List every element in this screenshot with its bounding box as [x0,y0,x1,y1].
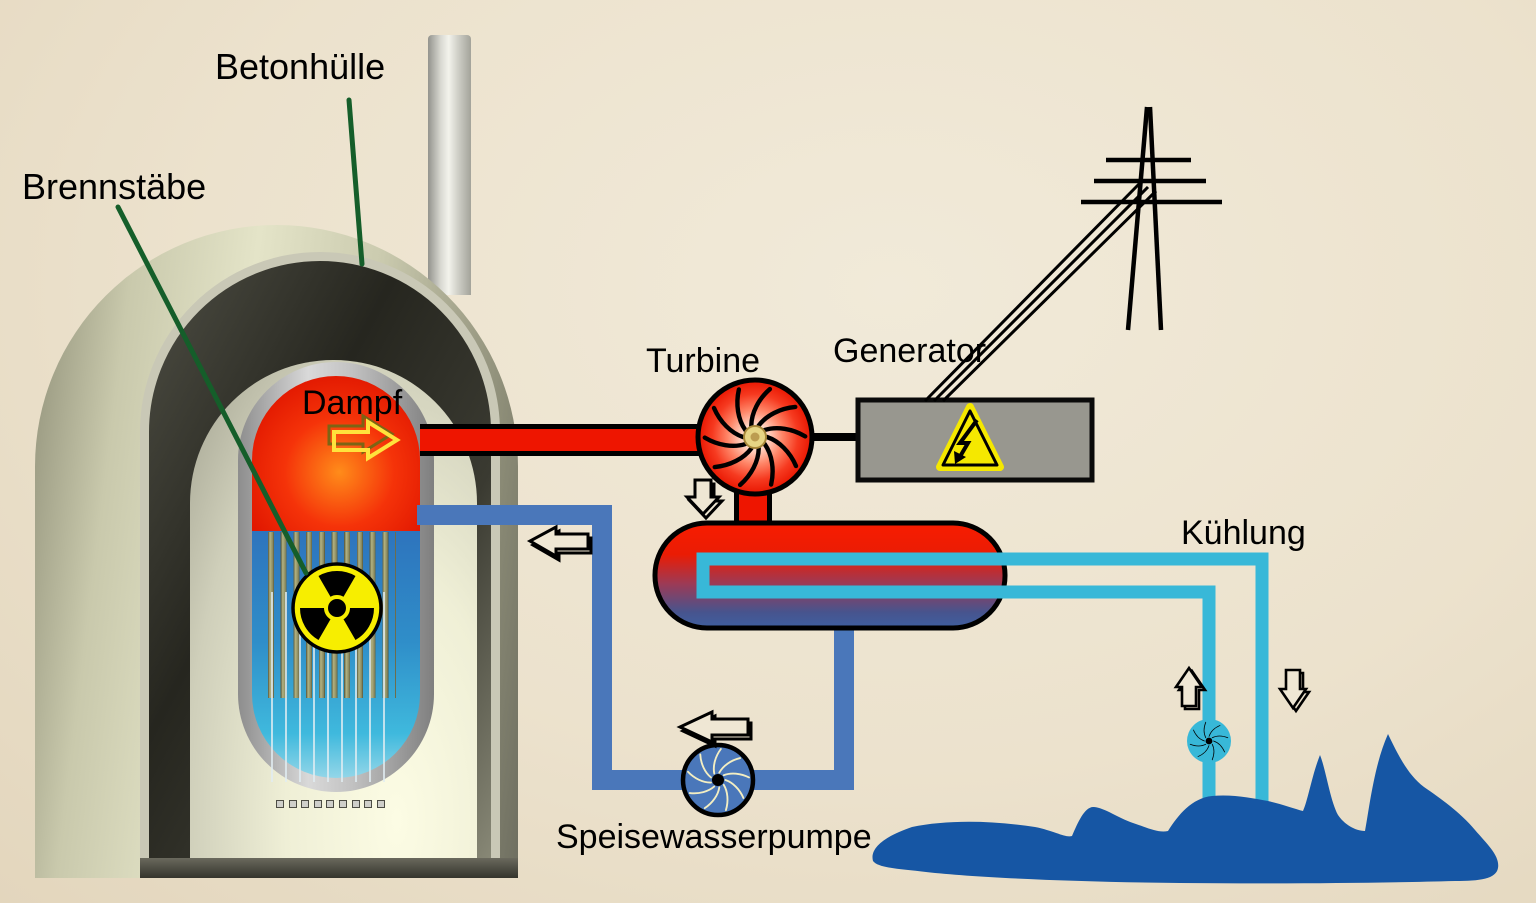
cooling-pump [1187,719,1231,763]
label-containment: Betonhülle [215,46,386,87]
flow-arrows [327,413,1312,749]
cooling-water-body [872,734,1499,884]
flow-left-arrow-icon [676,709,753,749]
flow-up-arrow-icon [1173,665,1208,711]
control-rod-drive-row [276,800,394,809]
flow-down-arrow-icon [683,478,726,521]
feedwater-pipe [417,505,854,790]
exhaust-stack [428,35,471,295]
label-cooling: Kühlung [1181,514,1306,552]
feedwater-pump [680,742,756,818]
flow-left-arrow-icon [526,524,593,563]
transmission-tower-icon [1081,106,1222,331]
steam-flow-right-arrow-icon [327,413,401,462]
label-fuel-rods: Brennstäbe [22,166,207,207]
label-leader-lines [115,97,365,576]
high-voltage-warning-icon [936,403,1004,471]
turbine-wheel [695,377,815,497]
label-steam: Dampf [302,384,403,422]
cooling-pipe [696,552,1269,830]
label-turbine: Turbine [646,342,761,380]
radiation-trefoil-icon [291,562,383,654]
containment-foundation [140,858,518,878]
label-feedwater-pump: Speisewasserpumpe [556,818,872,856]
label-generator: Generator [833,332,987,370]
steam-zone [252,376,420,531]
power-lines [923,181,1158,403]
condenser [652,520,1008,631]
generator-shaft [810,433,860,441]
generator-box [855,397,1095,483]
flow-down-arrow-icon [1277,668,1312,714]
steam-pipe [420,424,772,530]
